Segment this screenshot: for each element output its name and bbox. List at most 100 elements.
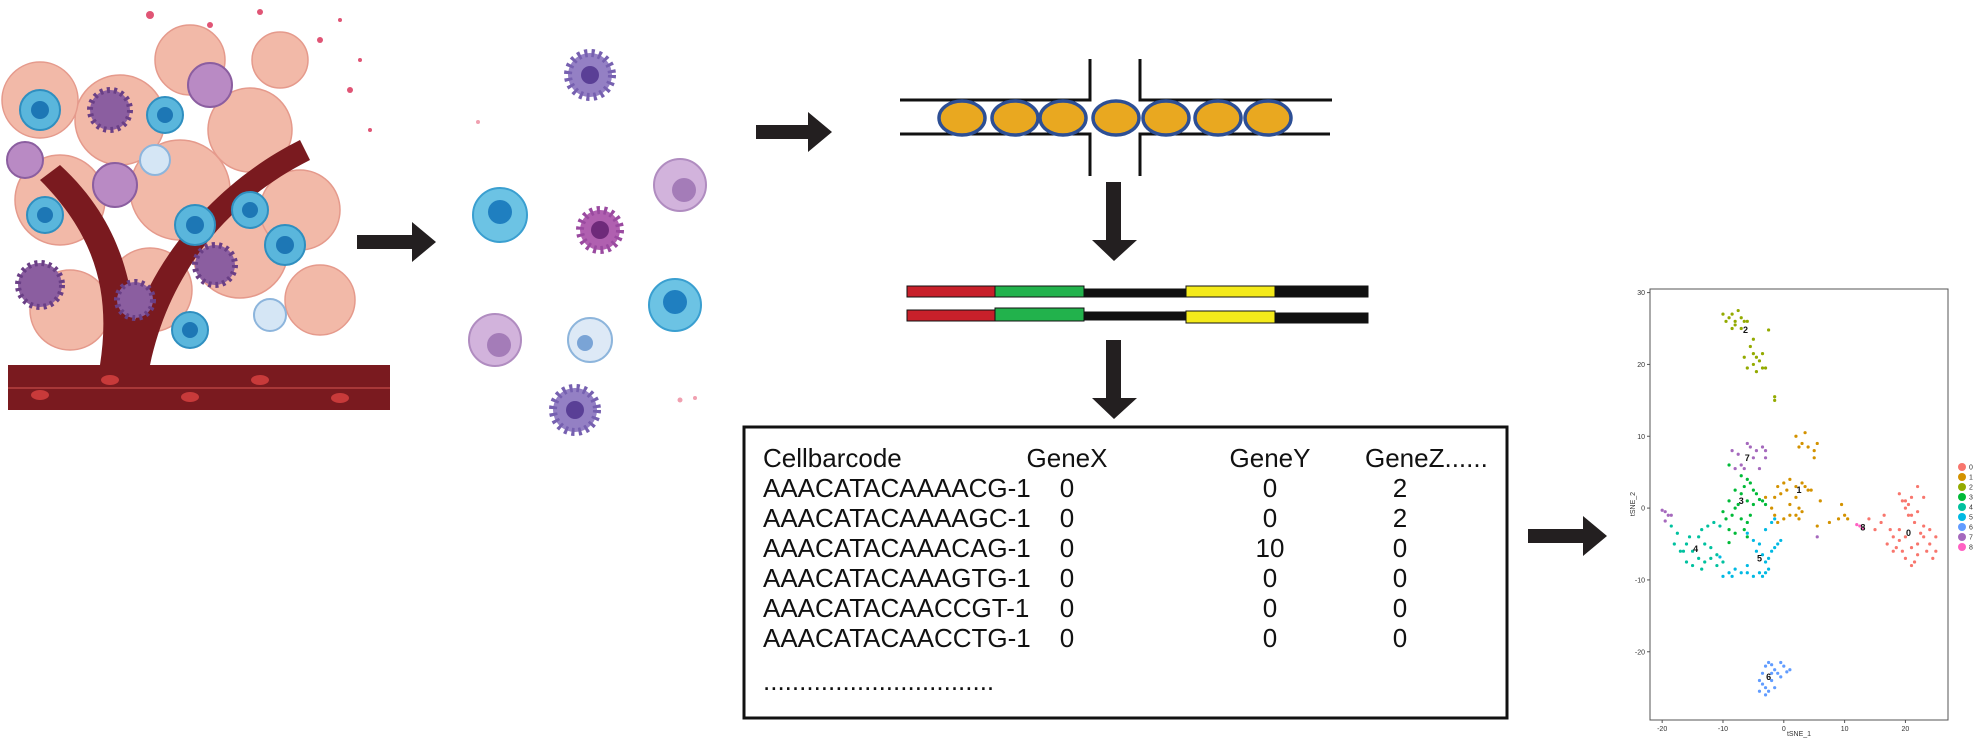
point-cluster-0 <box>1891 549 1895 553</box>
point-cluster-3 <box>1733 506 1737 510</box>
point-cluster-0 <box>1867 517 1871 521</box>
point-cluster-5 <box>1763 571 1768 575</box>
point-cluster-3 <box>1739 474 1743 478</box>
point-cluster-3 <box>1754 492 1759 496</box>
point-cluster-1 <box>1785 488 1789 492</box>
point-cluster-1 <box>1846 517 1850 521</box>
cell-count: 0 <box>1393 623 1407 653</box>
point-cluster-4 <box>1687 535 1692 539</box>
point-cluster-0 <box>1888 528 1892 532</box>
point-cluster-0 <box>1903 506 1908 510</box>
cell-count: 0 <box>1263 623 1277 653</box>
point-cluster-1 <box>1773 513 1777 517</box>
cell-count: 0 <box>1393 533 1407 563</box>
x-tick-label: 20 <box>1902 726 1910 733</box>
point-cluster-6 <box>1773 686 1777 690</box>
point-cluster-1 <box>1794 513 1798 517</box>
point-cluster-0 <box>1903 499 1908 503</box>
point-cluster-0 <box>1912 560 1917 564</box>
point-cluster-2 <box>1745 319 1749 323</box>
droplet-icon <box>1243 99 1293 137</box>
point-cluster-5 <box>1773 546 1777 550</box>
dissociated-cells <box>468 49 707 436</box>
point-cluster-0 <box>1909 546 1914 550</box>
cell-count: 0 <box>1263 563 1277 593</box>
legend-label-4: 4 <box>1969 505 1973 512</box>
point-cluster-4 <box>1675 531 1679 535</box>
point-cluster-3 <box>1742 484 1746 489</box>
point-cluster-7 <box>1763 456 1768 460</box>
point-cluster-0 <box>1897 492 1901 496</box>
cluster-label-1: 1 <box>1796 485 1801 495</box>
legend-key-5 <box>1958 513 1966 521</box>
cell-barcode: AAACATACAAACAG-1 <box>763 533 1031 563</box>
point-cluster-1 <box>1800 441 1804 446</box>
cell-count: 0 <box>1060 563 1074 593</box>
point-cluster-0 <box>1928 542 1932 546</box>
point-cluster-0 <box>1882 513 1886 517</box>
point-cluster-5 <box>1770 549 1774 553</box>
t-cell-icon <box>472 187 528 243</box>
point-cluster-7 <box>1663 519 1667 523</box>
point-cluster-4 <box>1703 560 1707 564</box>
read-1 <box>906 285 1369 298</box>
x-axis-label: tSNE_1 <box>1787 731 1811 738</box>
point-cluster-2 <box>1739 326 1743 331</box>
point-cluster-1 <box>1794 434 1798 438</box>
legend-key-2 <box>1958 483 1966 491</box>
point-cluster-6 <box>1766 660 1771 665</box>
macrophage-icon <box>549 384 601 436</box>
point-cluster-5 <box>1727 571 1731 575</box>
point-cluster-3 <box>1739 492 1743 496</box>
point-cluster-6 <box>1782 664 1786 668</box>
barcoded-reads <box>906 285 1369 324</box>
point-cluster-4 <box>1684 542 1689 546</box>
point-cluster-2 <box>1733 319 1737 323</box>
point-cluster-3 <box>1721 510 1725 514</box>
legend-key-0 <box>1958 463 1966 471</box>
y-tick-label: 20 <box>1637 362 1645 369</box>
point-cluster-1 <box>1773 495 1777 499</box>
point-cluster-3 <box>1736 502 1740 507</box>
point-cluster-5 <box>1745 563 1749 568</box>
point-cluster-6 <box>1766 689 1771 693</box>
point-cluster-1 <box>1800 510 1804 514</box>
cell-barcode: AAACATACAACCTG-1 <box>763 623 1031 653</box>
legend-key-3 <box>1958 493 1966 501</box>
point-cluster-5 <box>1745 531 1749 535</box>
cluster-label-2: 2 <box>1743 325 1748 335</box>
point-cluster-5 <box>1779 538 1783 543</box>
point-cluster-2 <box>1751 337 1755 341</box>
point-cluster-3 <box>1727 540 1731 545</box>
legend-label-6: 6 <box>1969 525 1973 532</box>
cell-count: 0 <box>1263 473 1277 503</box>
point-cluster-2 <box>1751 352 1755 356</box>
point-cluster-3 <box>1760 499 1765 503</box>
point-cluster-4 <box>1703 542 1707 546</box>
point-cluster-7 <box>1763 449 1768 453</box>
cluster-label-6: 6 <box>1766 672 1771 682</box>
b-cell-icon <box>567 317 613 363</box>
point-cluster-3 <box>1757 497 1762 502</box>
legend-label-7: 7 <box>1969 535 1973 542</box>
legend-key-8 <box>1958 543 1966 551</box>
cluster-label-4: 4 <box>1693 544 1698 554</box>
point-cluster-1 <box>1800 481 1804 485</box>
point-cluster-5 <box>1763 528 1768 532</box>
point-cluster-2 <box>1745 366 1749 370</box>
point-cluster-1 <box>1843 513 1847 517</box>
point-cluster-0 <box>1906 513 1911 517</box>
point-cluster-5 <box>1751 538 1755 543</box>
point-cluster-1 <box>1776 520 1780 525</box>
point-cluster-7 <box>1660 508 1664 512</box>
point-cluster-0 <box>1915 484 1920 489</box>
point-cluster-2 <box>1724 319 1728 323</box>
point-cluster-4 <box>1681 549 1686 553</box>
header-geney: GeneY <box>1230 443 1311 473</box>
legend-key-1 <box>1958 473 1966 481</box>
point-cluster-0 <box>1891 535 1895 539</box>
point-cluster-6 <box>1763 693 1768 697</box>
point-cluster-2 <box>1754 370 1759 374</box>
point-cluster-3 <box>1763 502 1768 507</box>
